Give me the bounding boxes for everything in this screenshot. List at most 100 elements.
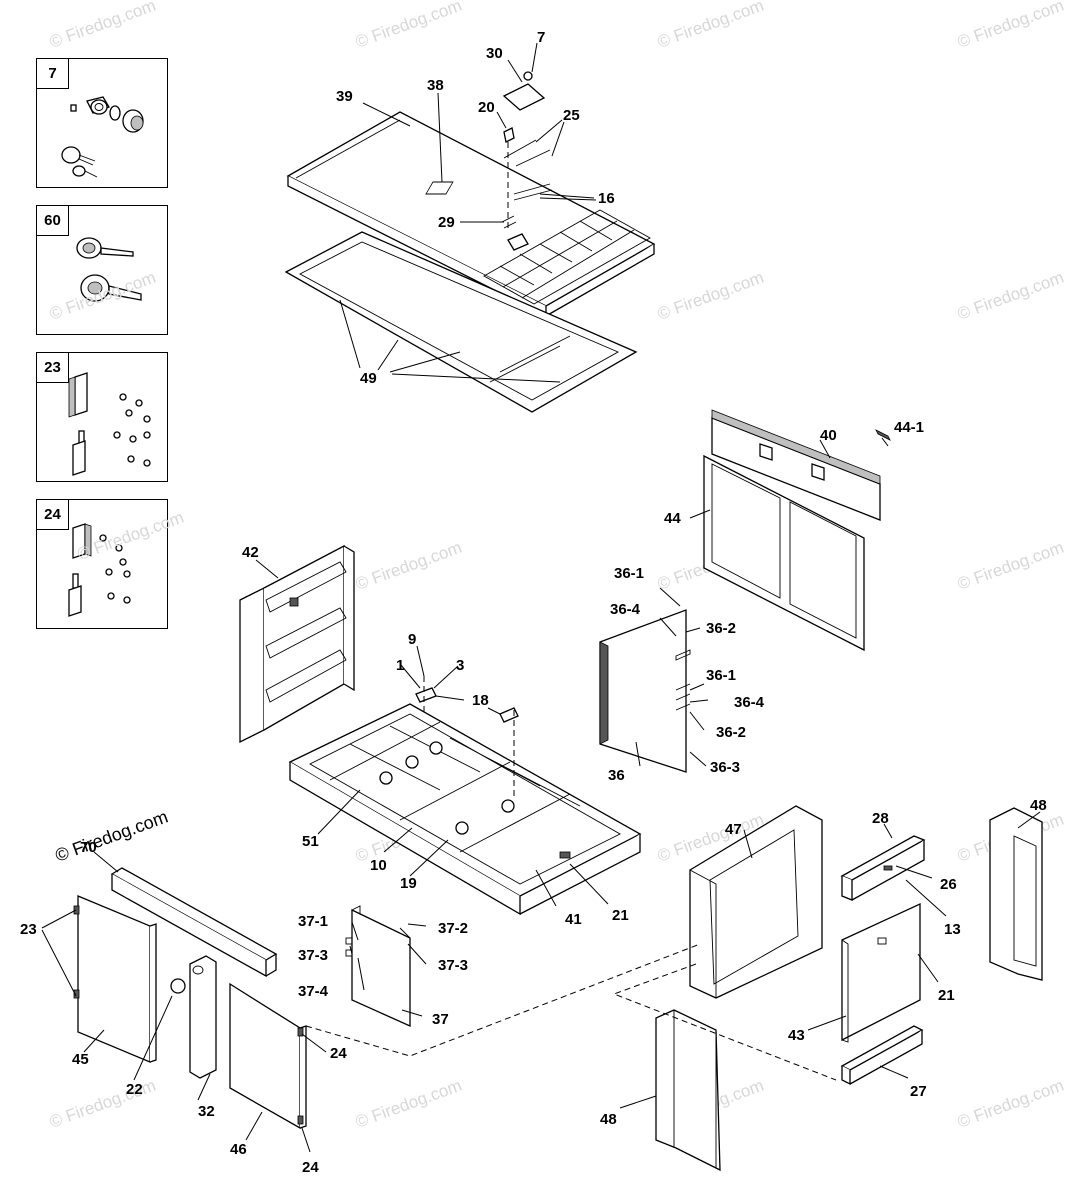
- part-labels: 7 30 39 38 20 25 16 29 49 40 44-1 44 42 …: [20, 29, 1047, 1176]
- leader-lines: [41, 42, 1041, 1153]
- inset-tag: 7: [37, 59, 69, 89]
- part-label: 51: [302, 833, 319, 850]
- part-label: 28: [872, 810, 889, 827]
- assembly-lines: [305, 676, 837, 1081]
- end-panel-48-bottom: [655, 1009, 721, 1172]
- base-frame-41: [288, 687, 642, 916]
- watermark: © Firedog.com: [655, 0, 766, 52]
- watermark: © Firedog.com: [955, 0, 1066, 52]
- hinge-hardware-icon: [68, 523, 131, 617]
- part-label: 36-3: [710, 759, 740, 776]
- part-label: 22: [126, 1081, 143, 1098]
- part-label: 16: [598, 190, 615, 207]
- door-43: [841, 902, 921, 1043]
- part-label: 1: [396, 657, 404, 674]
- part-label: 37-4: [298, 983, 329, 1000]
- watermark: © Firedog.com: [75, 508, 186, 564]
- watermark: © Firedog.com: [955, 538, 1066, 594]
- part-label: 45: [72, 1051, 89, 1068]
- part-label: 37-3: [438, 957, 468, 974]
- part-label: 7: [537, 29, 545, 46]
- part-label: 18: [472, 692, 489, 709]
- side-panel-36: [599, 609, 691, 773]
- part-label: 21: [938, 987, 955, 1004]
- part-label: 21: [612, 907, 629, 924]
- part-label: 36-2: [706, 620, 736, 637]
- watermark: © Firedog.com: [353, 0, 464, 52]
- part-label: 47: [725, 821, 742, 838]
- part-label: 40: [820, 427, 837, 444]
- part-label: 37-1: [298, 913, 328, 930]
- part-label: 29: [438, 214, 455, 231]
- inset-box-23: 23: [36, 352, 168, 482]
- part-label: 26: [940, 876, 957, 893]
- part-label: 49: [360, 370, 377, 387]
- part-label: 46: [230, 1141, 247, 1158]
- part-label: 70: [80, 839, 97, 856]
- end-panel-48-right: [989, 807, 1043, 981]
- part-label: 36-4: [734, 694, 765, 711]
- watermark: © Firedog.com: [353, 538, 464, 594]
- part-label: 36-1: [614, 565, 644, 582]
- beam-70: [110, 867, 278, 978]
- watermark: © Firedog.com: [655, 268, 766, 324]
- part-label: 9: [408, 631, 416, 648]
- part-label: 43: [788, 1027, 805, 1044]
- part-label: 48: [600, 1111, 617, 1128]
- rail-28: [840, 835, 926, 901]
- part-label: 3: [456, 657, 464, 674]
- part-label: 24: [302, 1159, 319, 1176]
- part-label: 37-3: [298, 947, 328, 964]
- inset-tag: 23: [37, 353, 69, 383]
- part-label: 32: [198, 1103, 215, 1120]
- watermark: © Firedog.com: [955, 268, 1066, 324]
- corner-frame-47: [689, 805, 823, 999]
- inset-tag: 24: [37, 500, 69, 530]
- part-label: 39: [336, 88, 353, 105]
- part-label: 42: [242, 544, 259, 561]
- frame-49: [284, 231, 638, 413]
- door-assembly-44: [703, 409, 891, 652]
- inset-tag: 60: [37, 206, 69, 236]
- part-label: 41: [565, 911, 582, 928]
- part-label: 48: [1030, 797, 1047, 814]
- panel-37: [345, 905, 411, 1028]
- watermark: © Firedog.com: [47, 0, 158, 52]
- side-rack-42: [239, 544, 355, 744]
- part-label: 30: [486, 45, 503, 62]
- part-label: 25: [563, 107, 580, 124]
- part-label: 36-4: [610, 601, 641, 618]
- part-label: 44: [664, 510, 681, 527]
- part-label: 36-1: [706, 667, 736, 684]
- part-label: 24: [330, 1045, 347, 1062]
- part-label: 20: [478, 99, 495, 116]
- watermark: © Firedog.com: [353, 1076, 464, 1132]
- inset-box-24: 24: [36, 499, 168, 629]
- inset-box-7: 7: [36, 58, 168, 188]
- rail-27: [840, 1025, 924, 1086]
- part-label: 38: [427, 77, 444, 94]
- part-label: 13: [944, 921, 961, 938]
- part-label: 10: [370, 857, 387, 874]
- part-label: 44-1: [894, 419, 924, 436]
- part-label: 37-2: [438, 920, 468, 937]
- top-panel-39: [286, 111, 656, 318]
- inset-box-60: 60: [36, 205, 168, 335]
- keys-icon: [76, 237, 142, 302]
- part-label: 37: [432, 1011, 449, 1028]
- post-32: [170, 955, 217, 1079]
- part-label: 27: [910, 1083, 927, 1100]
- door-45: [73, 895, 157, 1063]
- watermark: © Firedog.com: [955, 1076, 1066, 1132]
- part-label: 19: [400, 875, 417, 892]
- door-46: [229, 982, 307, 1130]
- watermark: © Firedog.com: [47, 268, 158, 324]
- part-label: 36: [608, 767, 625, 784]
- hinge-hardware-icon: [68, 372, 151, 476]
- part-label: 23: [20, 921, 37, 938]
- watermark-dark: © Firedog.com: [53, 806, 171, 865]
- top-hardware: [501, 71, 553, 251]
- part-label: 36-2: [716, 724, 746, 741]
- lock-cylinder-icon: [61, 96, 144, 178]
